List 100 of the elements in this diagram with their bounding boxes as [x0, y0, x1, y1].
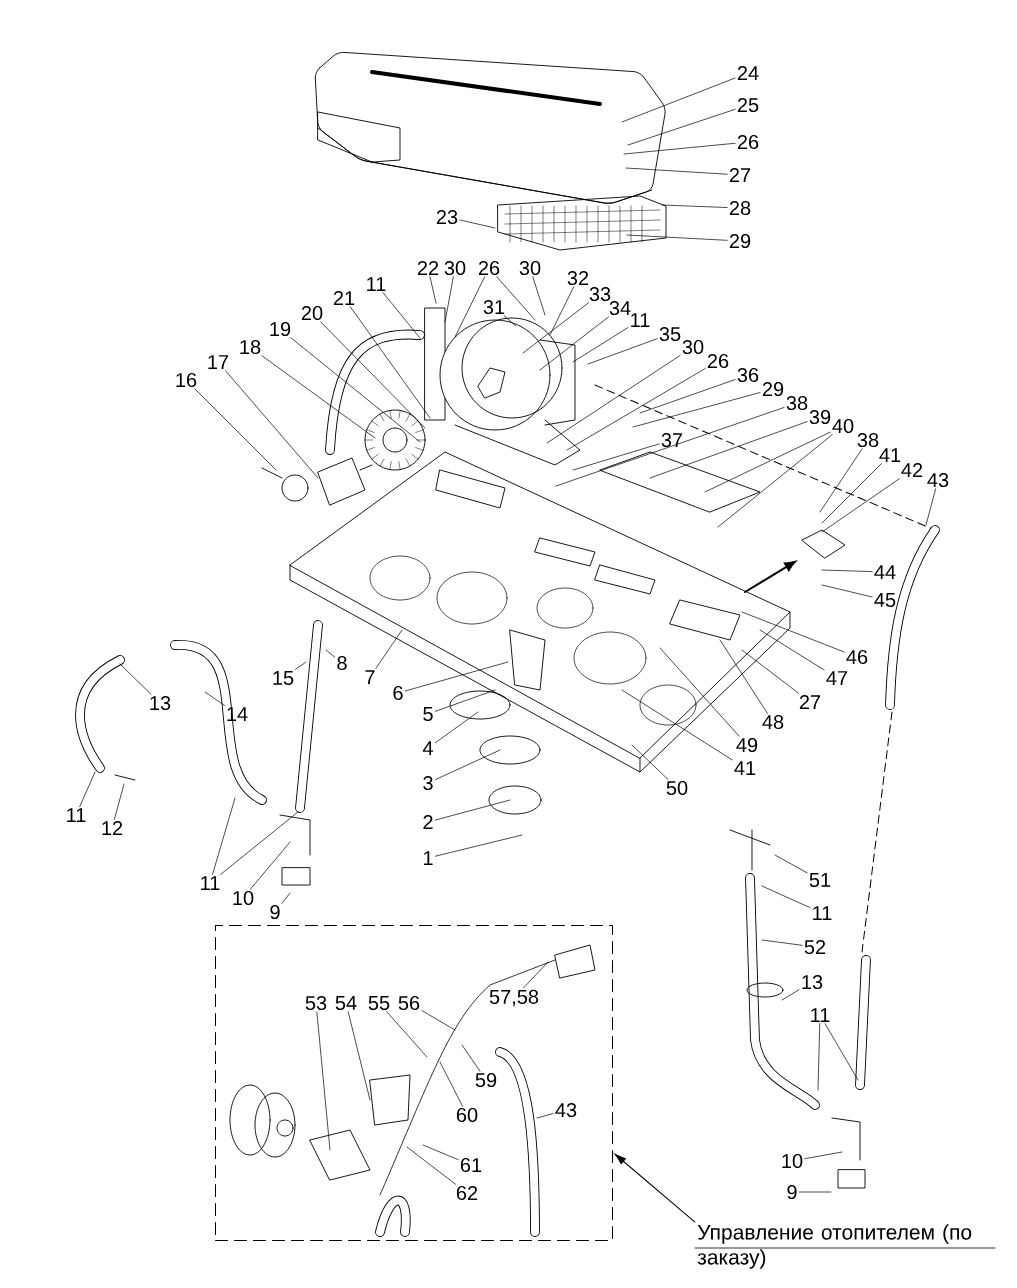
- leader-line: [621, 689, 733, 761]
- callout-number: 56: [398, 995, 420, 1011]
- callout-number: 16: [176, 372, 197, 388]
- leader-line: [295, 661, 307, 670]
- callout-number: 8: [337, 655, 347, 671]
- callout-number: 11: [201, 876, 220, 890]
- callout-number: 49: [736, 737, 758, 753]
- callout-number: 26: [478, 260, 500, 276]
- callout-number: 62: [456, 1185, 478, 1201]
- callout-number: 37: [661, 432, 683, 448]
- callout-number: 20: [301, 305, 323, 321]
- leader-line: [523, 961, 549, 989]
- callout-number: 48: [762, 714, 784, 730]
- leader-line: [821, 584, 873, 598]
- callout-number: 38: [857, 432, 879, 448]
- leader-line: [290, 337, 421, 443]
- callout-number: 10: [782, 1153, 803, 1169]
- leader-line: [434, 799, 511, 821]
- leader-line: [631, 744, 669, 780]
- callout-number: 22: [417, 261, 439, 275]
- callout-number: 59: [475, 1072, 497, 1088]
- leader-line: [704, 431, 831, 493]
- callout-number: 12: [102, 821, 123, 835]
- leader-line: [625, 167, 728, 175]
- callout-number: 17: [208, 355, 229, 369]
- leader-line: [382, 292, 421, 339]
- callout-number: 39: [809, 409, 831, 425]
- callout-number: 47: [826, 671, 848, 685]
- callout-number: 28: [729, 200, 751, 216]
- leader-line: [824, 1023, 859, 1081]
- callout-number: 51: [809, 873, 831, 887]
- callout-number: 11: [367, 277, 386, 291]
- leader-line: [325, 649, 336, 658]
- leader-line: [444, 276, 454, 323]
- callout-number: 9: [787, 1184, 797, 1200]
- callout-number: 19: [270, 321, 291, 337]
- callout-number: 26: [737, 134, 759, 150]
- leader-line: [566, 368, 706, 451]
- callout-number: 13: [802, 974, 823, 990]
- leader-line: [621, 77, 736, 123]
- leader-line: [587, 338, 658, 365]
- leader-line: [821, 569, 873, 572]
- leader-line: [555, 407, 785, 487]
- callout-number: 24: [737, 66, 759, 80]
- leader-line: [406, 1146, 456, 1185]
- callout-number: 21: [333, 291, 355, 305]
- leader-line: [522, 302, 589, 354]
- leader-line: [761, 885, 811, 908]
- callout-number: 11: [67, 808, 86, 822]
- leader-line: [349, 306, 431, 419]
- leader-line: [386, 1011, 428, 1058]
- leader-line: [632, 392, 761, 428]
- leader-line: [194, 388, 277, 471]
- callout-number: 38: [786, 395, 808, 411]
- leader-line: [741, 611, 845, 653]
- leader-line: [421, 1010, 456, 1031]
- leader-line: [250, 841, 291, 890]
- callout-number: 14: [227, 707, 248, 721]
- callout-number: 40: [832, 418, 854, 434]
- arrow: [614, 1153, 696, 1223]
- leader-line: [774, 854, 808, 874]
- leader-line: [549, 286, 575, 336]
- callout-number: 33: [589, 286, 611, 302]
- leader-line: [503, 315, 517, 327]
- leader-line: [639, 379, 736, 414]
- callout-number: 25: [737, 97, 759, 113]
- callout-number: 30: [444, 260, 466, 276]
- leader-line: [925, 488, 936, 526]
- leader-line: [821, 463, 882, 524]
- callout-number: 34: [609, 300, 631, 316]
- callout-number: 23: [436, 209, 458, 225]
- leader-line: [819, 448, 863, 513]
- leader-line: [719, 639, 768, 714]
- leader-line: [661, 204, 728, 208]
- leader-line: [821, 478, 900, 533]
- leader-line: [434, 834, 523, 857]
- callout-number: 29: [762, 381, 784, 397]
- leader-line: [454, 276, 486, 338]
- leader-line: [220, 811, 299, 875]
- leader-line: [536, 1113, 554, 1119]
- callout-number: 32: [567, 270, 589, 286]
- callout-number: 41: [879, 448, 901, 462]
- leader-line: [281, 892, 291, 904]
- callout-number: 11: [811, 1008, 830, 1022]
- leader-line: [459, 219, 496, 229]
- callout-number: 13: [150, 695, 171, 711]
- leader-line: [761, 939, 803, 946]
- callout-number: 4: [422, 741, 433, 755]
- callout-number: 43: [555, 1102, 577, 1118]
- callout-number: 52: [804, 939, 826, 955]
- callout-number: 1: [423, 851, 433, 865]
- callout-number: 11: [813, 906, 832, 920]
- leader-line: [204, 691, 225, 706]
- leader-line: [717, 434, 833, 528]
- leader-line: [798, 1191, 832, 1193]
- leader-line: [572, 443, 660, 471]
- leader-line: [347, 1011, 371, 1101]
- callout-number: 36: [737, 367, 759, 383]
- callout-number: 18: [240, 339, 261, 355]
- callout-number: 55: [368, 996, 390, 1010]
